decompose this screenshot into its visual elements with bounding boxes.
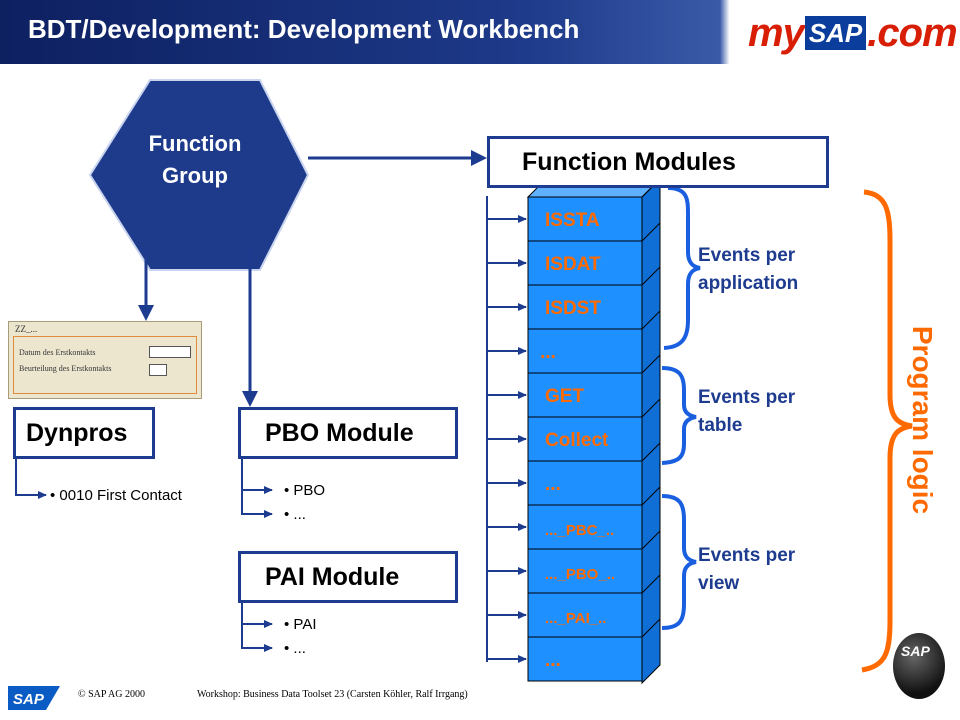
module-cell: [527, 196, 643, 242]
events-table: Events per table: [698, 384, 795, 440]
module-cell-label: ..._PBO_..: [545, 566, 616, 583]
module-cell-label: Collect: [545, 430, 609, 451]
sap-badge-icon: SAP: [893, 633, 945, 699]
dynpro-screen-thumbnail: ZZ_... Datum des Erstkontakts Beurteilun…: [8, 321, 202, 399]
module-cell: [527, 328, 643, 374]
module-cell-label: ...: [540, 342, 556, 363]
logo-sap: SAP: [804, 16, 867, 50]
logo-my: my: [748, 10, 805, 55]
pai-item-text: ...: [293, 640, 306, 657]
dialog-rating-field: [149, 364, 167, 376]
sap-footer-logo: SAP: [8, 686, 60, 710]
function-group-hexagon: [88, 79, 310, 271]
module-cell-edge: [641, 442, 661, 462]
module-cell: [527, 372, 643, 418]
stack-cells: [527, 178, 661, 682]
module-cell-edge: [641, 310, 661, 330]
events-application-line2: application: [698, 273, 799, 294]
dialog-date-field: [149, 346, 191, 358]
module-cell-label: GET: [545, 386, 585, 407]
module-cell-label: ISSTA: [545, 210, 600, 231]
sap-badge-text: SAP: [901, 643, 930, 659]
function-modules-box: Function Modules: [487, 136, 829, 188]
bracket-table: [661, 366, 697, 465]
module-cell: [527, 548, 643, 594]
module-cell-label: ...: [545, 650, 561, 671]
module-cell: [527, 504, 643, 550]
pai-connector: [241, 597, 273, 652]
dialog-row2-label: Beurteilung des Erstkontakts: [19, 364, 112, 373]
module-cell-edge: [641, 266, 661, 286]
module-cell-edge: [641, 530, 661, 550]
module-cell: [527, 416, 643, 462]
module-arrows: [487, 215, 527, 663]
module-cell-label: ..._PAI_..: [545, 610, 607, 627]
pbo-item-text: ...: [293, 506, 306, 523]
sap-footer-logo-text: SAP: [13, 691, 45, 708]
module-cell-edge: [641, 222, 661, 242]
dynpros-box: Dynpros: [13, 407, 155, 459]
pai-item: • PAI: [284, 616, 317, 633]
bracket-view: [661, 494, 697, 630]
dialog-row1-label: Datum des Erstkontakts: [19, 348, 96, 357]
pai-module-box: PAI Module: [238, 551, 458, 603]
module-cell-label: ISDAT: [545, 254, 601, 275]
copyright-text: SAP AG 2000: [88, 689, 145, 700]
workshop-credit: Workshop: Business Data Toolset 23 (Cars…: [197, 689, 468, 700]
function-group-line1: Function: [148, 131, 242, 156]
copyright-symbol: ©: [78, 689, 86, 700]
module-cell: [527, 592, 643, 638]
events-application-line1: Events per: [698, 245, 796, 266]
dialog-frame: [13, 336, 197, 394]
module-cell: [527, 284, 643, 330]
function-group-line2: Group: [162, 163, 228, 188]
events-table-line2: table: [698, 415, 743, 436]
module-cell: [527, 240, 643, 286]
bracket-application: [663, 186, 701, 350]
events-table-line1: Events per: [698, 387, 796, 408]
program-logic-label: Program logic: [907, 325, 938, 515]
header-bar: BDT/Development: Development Workbench m…: [0, 0, 960, 64]
page-title: BDT/Development: Development Workbench: [28, 14, 580, 44]
module-cell: [527, 636, 643, 682]
pai-item-text: PAI: [293, 616, 317, 633]
events-application: Events per application: [698, 242, 798, 298]
module-cell: [527, 460, 643, 506]
dynpros-connector: [15, 453, 47, 499]
pbo-item: • ...: [284, 506, 306, 523]
events-view-line2: view: [698, 573, 740, 594]
dialog-code: ZZ_...: [15, 324, 38, 334]
stack-side-face: [641, 177, 661, 685]
pbo-connector: [241, 453, 273, 518]
logo-com: .com: [867, 10, 957, 55]
pbo-item: • PBO: [284, 482, 326, 499]
pbo-module-box: PBO Module: [238, 407, 458, 459]
module-cell-edge: [641, 398, 661, 418]
module-cell-label: ISDST: [545, 298, 601, 319]
events-view-line1: Events per: [698, 545, 796, 566]
events-view: Events per view: [698, 542, 795, 598]
dynpros-item: • 0010 First Contact: [50, 487, 182, 504]
pai-item: • ...: [284, 640, 306, 657]
module-cell-edge: [641, 486, 661, 506]
bracket-program-logic: [861, 189, 913, 673]
module-cell-edge: [641, 618, 661, 638]
copyright: © SAP AG 2000: [78, 689, 145, 700]
function-group-label: Function Group: [110, 128, 280, 192]
module-cell-label: ...: [545, 474, 561, 495]
dynpros-item-text: 0010 First Contact: [59, 487, 182, 504]
module-cell-label: ..._PBC_..: [545, 522, 615, 539]
module-cell-edge: [641, 354, 661, 374]
module-cell-edge: [641, 574, 661, 594]
pbo-item-text: PBO: [293, 482, 326, 499]
mysap-logo: my SAP .com: [748, 10, 958, 56]
